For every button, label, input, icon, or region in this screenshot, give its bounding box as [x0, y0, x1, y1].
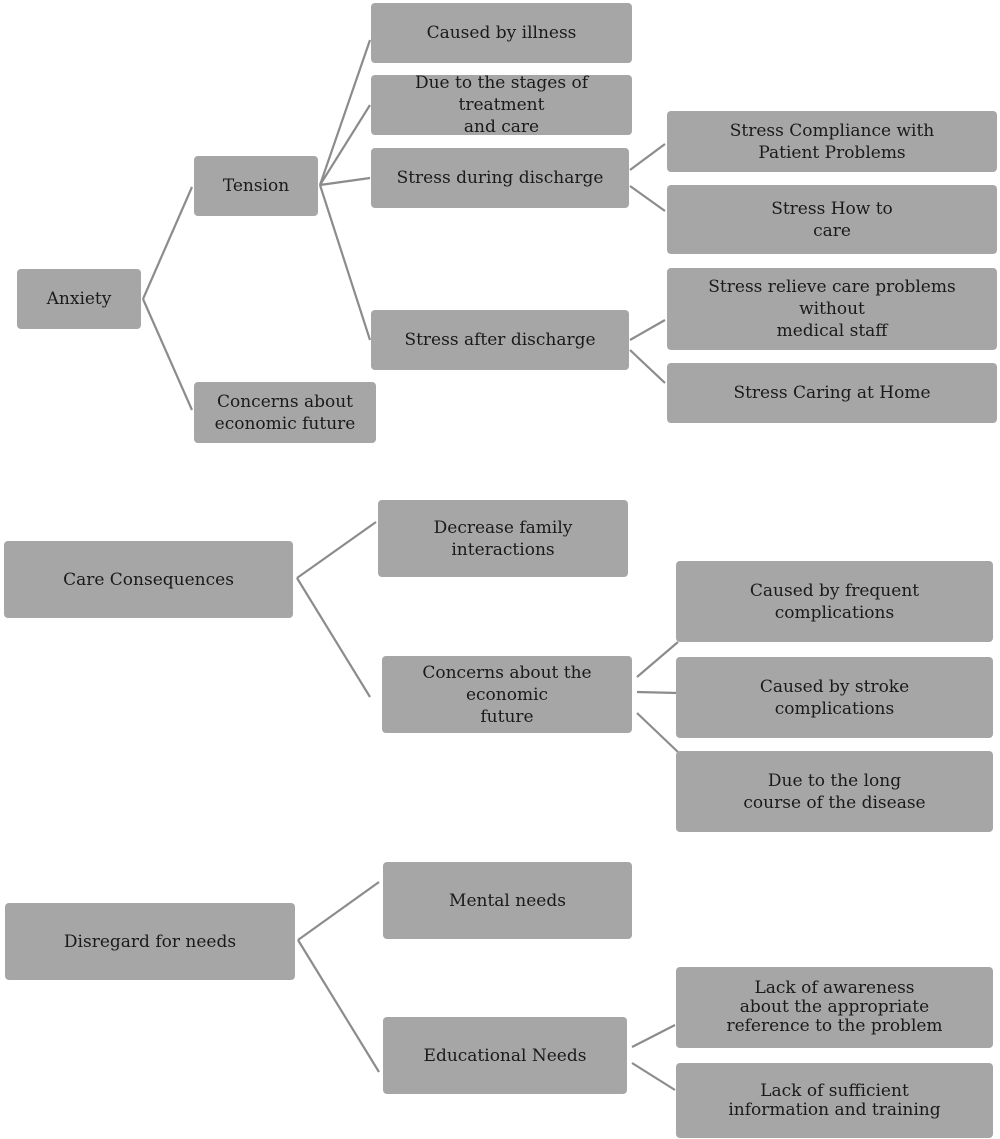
connector-line [629, 143, 666, 171]
node-anxiety: Anxiety [17, 269, 141, 329]
connector-line [318, 184, 372, 341]
connector-line [636, 641, 679, 678]
node-stress-compliance: Stress Compliance with Patient Problems [667, 111, 997, 172]
node-tension: Tension [194, 156, 318, 216]
connector-line [297, 939, 380, 1073]
connector-line [141, 298, 194, 411]
node-care-consequences: Care Consequences [4, 541, 293, 618]
connector-line [629, 319, 666, 341]
node-decrease-family-interactions: Decrease family interactions [378, 500, 628, 577]
node-stress-relieve-care-problems: Stress relieve care problems without med… [667, 268, 997, 350]
connector-line [319, 104, 371, 186]
node-frequent-complications: Caused by frequent complications [676, 561, 993, 642]
connector-line [631, 1062, 676, 1091]
node-stroke-complications: Caused by stroke complications [676, 657, 993, 738]
node-concerns-economic-future-2: Concerns about the economic future [382, 656, 632, 733]
node-caused-by-illness: Caused by illness [371, 3, 632, 63]
connector-line [296, 521, 377, 579]
connector-line [629, 349, 666, 384]
connector-line [297, 881, 380, 941]
node-stress-how-to-care: Stress How to care [667, 185, 997, 254]
node-concerns-economic-future: Concerns about economic future [194, 382, 376, 443]
node-disregard-for-needs: Disregard for needs [5, 903, 295, 980]
connector-line [636, 712, 679, 753]
node-educational-needs: Educational Needs [383, 1017, 627, 1094]
node-long-course-of-disease: Due to the long course of the disease [676, 751, 993, 832]
node-lack-of-awareness: Lack of awareness about the appropriate … [676, 967, 993, 1048]
connector-line [318, 39, 372, 186]
node-stress-caring-at-home: Stress Caring at Home [667, 363, 997, 423]
node-mental-needs: Mental needs [383, 862, 632, 939]
connector-line [631, 1024, 676, 1048]
node-lack-of-information: Lack of sufficient information and train… [676, 1063, 993, 1138]
node-due-to-stages-of-treatment: Due to the stages of treatment and care [371, 73, 632, 137]
connector-line [636, 690, 679, 695]
node-stress-after-discharge: Stress after discharge [371, 310, 629, 370]
connector-line [319, 176, 371, 187]
connector-line [296, 577, 371, 698]
connector-line [141, 186, 194, 300]
connector-line [629, 185, 666, 212]
node-stress-during-discharge: Stress during discharge [371, 148, 629, 208]
